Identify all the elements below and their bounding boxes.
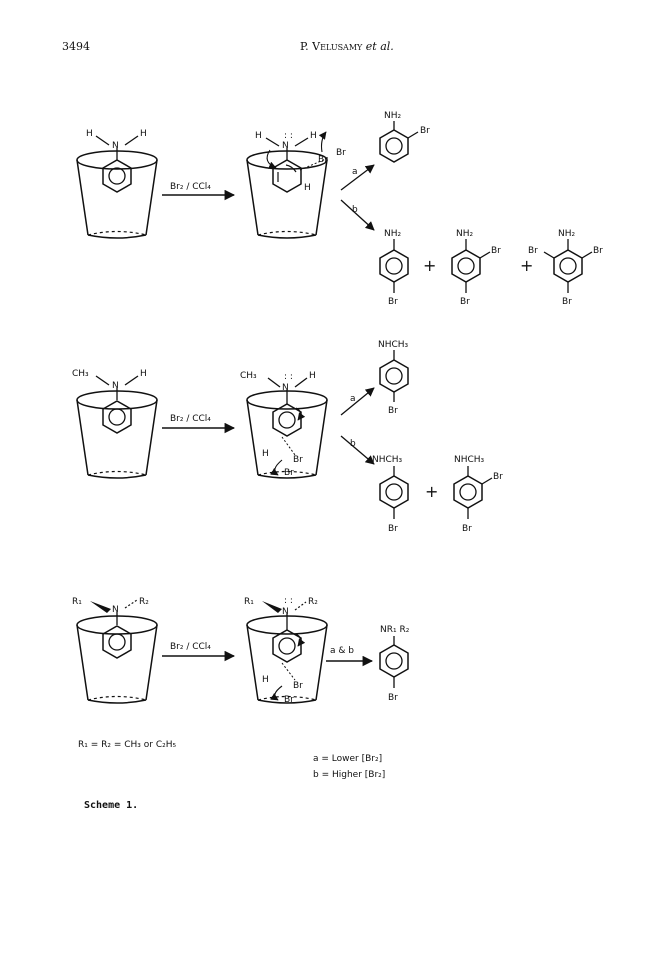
r2-plus: +: [425, 482, 438, 501]
row2-transition-state: CH₃ N : : H H Br Br: [240, 371, 328, 479]
r1-plus-1: +: [423, 256, 436, 275]
scheme-caption: Scheme 1.: [84, 800, 138, 811]
r3-ts-br-1: Br: [293, 681, 303, 691]
r3-ts-n: N: [282, 607, 289, 617]
row3-transition-state: R₁ N : : R₂ H Br Br: [244, 596, 328, 705]
legend-a: a = Lower [Br₂]: [313, 754, 382, 764]
r1-pb2-br-bottom: Br: [460, 297, 470, 307]
r3-sub-r1: R₁: [72, 597, 82, 607]
running-head: P. Velusamy et al.: [300, 40, 394, 53]
legend-b: b = Higher [Br₂]: [313, 770, 385, 780]
r2-ts-h-right: H: [309, 371, 316, 381]
r1-pb3-br-right: Br: [593, 246, 603, 256]
r1-ts-br-1: Br: [318, 155, 328, 165]
r2-ts-br-2: Br: [284, 468, 294, 478]
r1-path-b: b: [352, 205, 358, 215]
r1-pb2-br-side: Br: [491, 246, 501, 256]
r2-ts-lone-pair: : :: [284, 372, 293, 382]
r2-ts-h-ring: H: [262, 449, 269, 459]
r1-pb3-br-bottom: Br: [562, 297, 572, 307]
r1-product-b2: NH₂ Br Br: [451, 229, 501, 307]
r3-ts-r1: R₁: [244, 597, 254, 607]
r2-pa-nhch3: NHCH₃: [378, 340, 409, 350]
r2-pb2-nhch3: NHCH₃: [454, 455, 485, 465]
r1-path-a: a: [352, 167, 358, 177]
r2-path-b: b: [350, 439, 356, 449]
r1-product-b3: NH₂ Br Br Br: [528, 229, 603, 307]
r2-pa-br: Br: [388, 406, 398, 416]
r1-ts-lone-pair: : :: [284, 131, 293, 141]
r1-pb1-br: Br: [388, 297, 398, 307]
r2-ts-n: N: [282, 383, 289, 393]
r2-reagent: Br₂ / CCl₄: [170, 414, 211, 424]
r1-plus-2: +: [520, 256, 533, 275]
row1: H N H Br₂ / CCl₄ H N : : H Br Br H: [76, 111, 603, 307]
r3-p-nr1r2: NR₁ R₂: [380, 625, 410, 635]
r3-ts-h-ring: H: [262, 675, 269, 685]
r1-product-b1: NH₂ Br: [379, 229, 409, 307]
r3-ts-r2: R₂: [308, 597, 318, 607]
substituent-definition: R₁ = R₂ = CH₃ or C₂H₅: [78, 740, 176, 750]
r2-pb2-br-bottom: Br: [462, 524, 472, 534]
et-al: et al.: [365, 40, 394, 53]
r3-ts-br-2: Br: [284, 695, 294, 705]
r1-ts-h-left: H: [255, 131, 262, 141]
r1-ts-n: N: [282, 141, 289, 151]
r3-sub-n: N: [112, 605, 119, 615]
author-name: P. Velusamy: [300, 40, 363, 53]
r1-sub-h-left: H: [86, 129, 93, 139]
r2-pb2-br-side: Br: [493, 472, 503, 482]
r1-reagent: Br₂ / CCl₄: [170, 182, 211, 192]
r3-reagent: Br₂ / CCl₄: [170, 642, 211, 652]
row1-transition-state: H N : : H Br Br H: [246, 131, 346, 239]
r3-product: NR₁ R₂ Br: [379, 625, 410, 703]
row2-substrate: CH₃ N H: [72, 369, 158, 479]
r2-pb1-nhch3: NHCH₃: [372, 455, 403, 465]
r3-ts-lone-pair: : :: [284, 596, 293, 606]
r1-pb2-nh2: NH₂: [456, 229, 474, 239]
row2: CH₃ N H Br₂ / CCl₄ CH₃ N : : H H Br Br a…: [72, 340, 503, 534]
r3-sub-r2: R₂: [139, 597, 149, 607]
r2-product-a: NHCH₃ Br: [378, 340, 409, 416]
r1-sub-n: N: [112, 141, 119, 151]
r2-sub-h: H: [140, 369, 147, 379]
r2-product-b1: NHCH₃ Br: [372, 455, 409, 534]
row1-substrate: H N H: [76, 129, 158, 239]
r2-path-a: a: [350, 394, 356, 404]
r1-ts-br-2: Br: [336, 148, 346, 158]
r3-path-ab: a & b: [330, 646, 354, 656]
row3: R₁ N R₂ Br₂ / CCl₄ R₁ N : : R₂ H Br Br a…: [72, 596, 410, 705]
r1-ts-h-ring: H: [304, 183, 311, 193]
r2-ts-br-1: Br: [293, 455, 303, 465]
r1-pb1-nh2: NH₂: [384, 229, 402, 239]
r1-ts-h-right: H: [310, 131, 317, 141]
r2-pb1-br: Br: [388, 524, 398, 534]
r2-ts-ch3: CH₃: [240, 371, 257, 381]
row3-substrate: R₁ N R₂: [72, 597, 158, 704]
r2-product-b2: NHCH₃ Br Br: [453, 455, 503, 534]
r2-sub-n: N: [112, 381, 119, 391]
r2-sub-ch3: CH₃: [72, 369, 89, 379]
r1-product-a: NH₂ Br: [379, 111, 430, 163]
r1-sub-h-right: H: [140, 129, 147, 139]
page-number: 3494: [62, 40, 90, 53]
r1-pb3-nh2: NH₂: [558, 229, 576, 239]
r3-p-br: Br: [388, 693, 398, 703]
r1-pa-br: Br: [420, 126, 430, 136]
r1-pb3-br-left: Br: [528, 246, 538, 256]
r1-pa-nh2: NH₂: [384, 111, 402, 121]
